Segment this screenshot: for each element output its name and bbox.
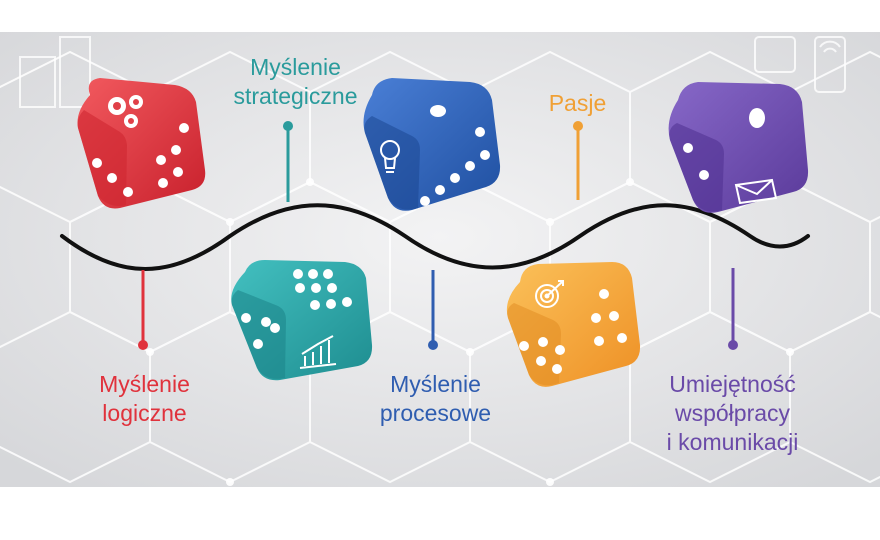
label-line: Umiejętność [669, 371, 796, 397]
label-logical-thinking: Myślenie logiczne [72, 370, 217, 428]
label-line: współpracy [674, 400, 791, 426]
lightbulb-icon [380, 140, 400, 173]
envelope-icon [734, 178, 778, 205]
target-icon [535, 280, 564, 308]
label-line: Pasje [548, 90, 607, 116]
label-process-thinking: Myślenie procesowe [358, 370, 513, 428]
connector-logical [138, 270, 148, 350]
label-line: Myślenie [99, 371, 190, 397]
connector-passions [573, 121, 583, 200]
label-passions: Pasje [530, 89, 625, 118]
connector-strategic [283, 121, 293, 202]
blue-die [363, 78, 501, 211]
purple-die [668, 82, 809, 213]
label-line: procesowe [379, 400, 492, 426]
label-cooperation-communication: Umiejętność współpracy i komunikacji [640, 370, 825, 457]
label-strategic-thinking: Myślenie strategiczne [213, 53, 378, 111]
label-line: Myślenie [390, 371, 481, 397]
label-line: strategiczne [233, 83, 358, 109]
teal-die [231, 260, 373, 381]
bar-chart-icon [299, 335, 337, 369]
red-die [77, 78, 206, 209]
timeline-wave [60, 203, 810, 271]
gears-icon [108, 95, 143, 128]
label-line: logiczne [102, 400, 187, 426]
label-line: Myślenie [250, 54, 341, 80]
label-line: i komunikacji [666, 429, 799, 455]
connector-process [428, 270, 438, 350]
connector-cooperation [728, 268, 738, 350]
orange-die [506, 262, 641, 387]
